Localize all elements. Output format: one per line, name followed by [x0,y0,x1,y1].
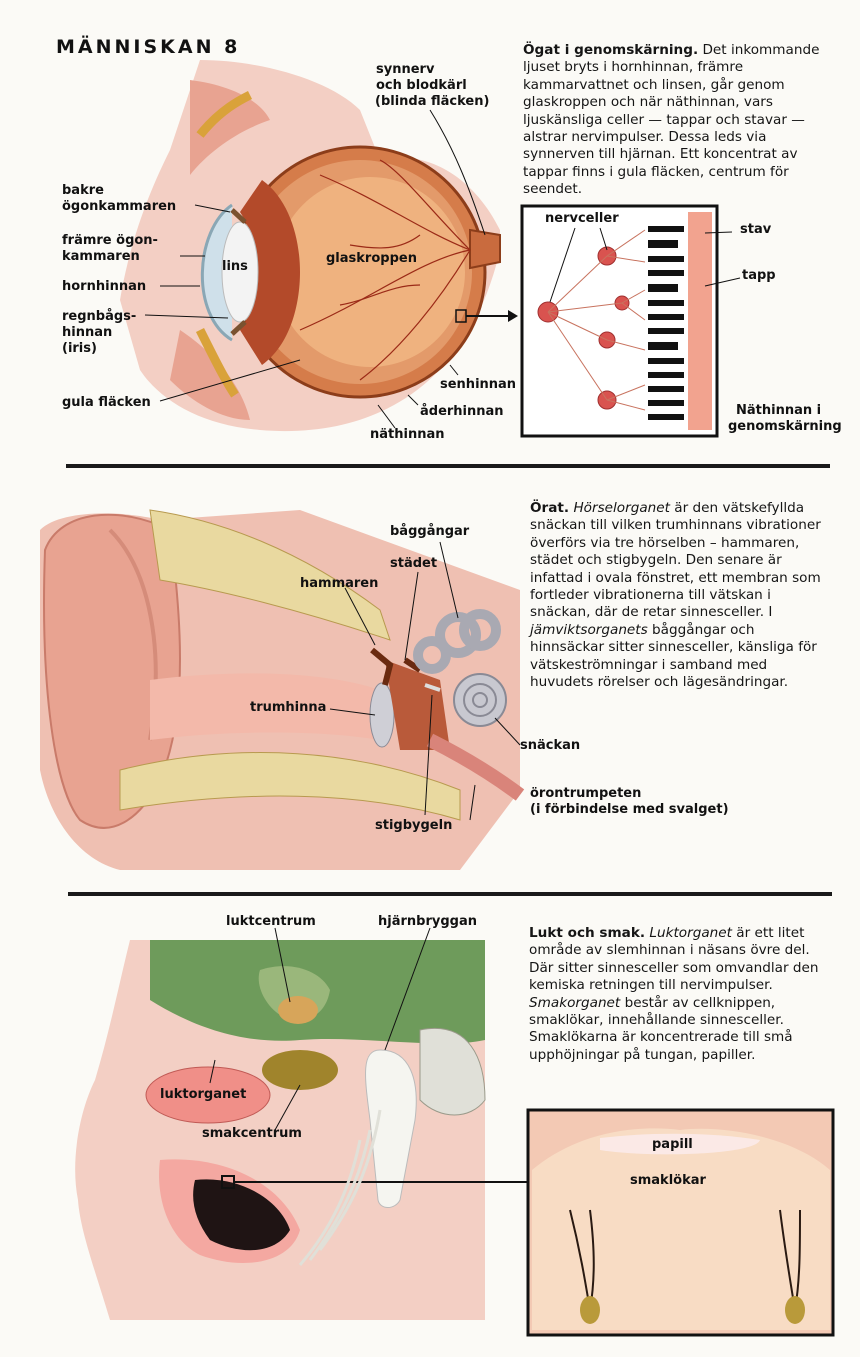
eye-text: Det inkommande ljuset bryts i hornhinnan… [523,42,820,198]
trumhinna-label: trumhinna [250,700,327,715]
framre-label-2: kammaren [62,249,140,264]
bakre-label-2: ögonkammaren [62,199,177,214]
luktcentrum-label: luktcentrum [226,914,316,929]
regnbags-label-3: (iris) [62,341,97,356]
eye-illustration [120,60,741,438]
gula-label: gula fläcken [62,395,151,410]
hornhinnan-label: hornhinnan [62,279,147,294]
regnbags-label-2: hinnan [62,325,113,340]
nervceller-label: nervceller [545,211,619,226]
framre-label-1: främre ögon- [62,233,158,248]
regnbags-label-1: regnbågs- [62,309,137,324]
synnerv-label-2: och blodkärl [376,78,467,93]
smakcentrum-label: smakcentrum [202,1126,302,1141]
lins-label: lins [222,259,248,274]
eye-heading: Ögat i genomskärning. [523,42,699,58]
hjarnbryggan-label: hjärnbryggan [378,914,477,929]
smaklokar-label: smaklökar [630,1173,706,1188]
retina-label-2: genomskärning [728,419,842,434]
smell-description: Lukt och smak. Luktorganet är ett litet … [529,925,827,1064]
smell-heading: Lukt och smak. [529,925,646,941]
ear-description: Örat. Hörselorganet är den vätskefyllda … [530,500,828,691]
ear-heading: Örat. [530,500,570,516]
bakre-label-1: bakre [62,183,104,198]
baggangar-label: båggångar [390,524,470,539]
page-title: MÄNNISKAN 8 [56,36,241,58]
hammaren-label: hammaren [300,576,379,591]
glaskroppen-label: glaskroppen [326,251,417,266]
divider-1 [66,464,830,468]
stadet-label: städet [390,556,438,571]
smell-text-2: är ett litet område av slemhinnan i näsa… [529,925,819,994]
ear-text-4: båggångar och hinnsäckar sitter sinnesce… [530,621,817,691]
smell-text-3: Smakorganet [529,994,621,1011]
stigbygeln-label: stigbygeln [375,818,453,833]
synnerv-label-3: (blinda fläcken) [375,94,490,109]
synnerv-label-1: synnerv [376,62,435,77]
retina-label-1: Näthinnan i [736,403,822,418]
stav-label: stav [740,222,772,237]
ear-text-3: jämviktsorganets [530,621,648,638]
aderhinnan-label: åderhinnan [420,404,504,419]
luktorganet-label: luktorganet [160,1087,247,1102]
smell-text-4: består av cellknippen, smaklökar, innehå… [529,994,793,1063]
snackan-label: snäckan [520,738,581,753]
nathinnan-label: näthinnan [370,427,445,442]
ear-text-1: Hörselorganet [573,500,670,516]
tapp-label: tapp [742,268,776,283]
smell-text-1: Luktorganet [649,925,732,941]
head-illustration [75,927,835,1337]
ear-text-2: är den vätskefyllda snäckan till vilken … [530,500,821,621]
senhinnan-label: senhinnan [440,377,517,392]
papill-label: papill [652,1137,693,1152]
divider-2 [68,892,832,896]
eye-description: Ögat i genomskärning. Det inkommande lju… [523,42,821,199]
orontrumpeten-label-2: (i förbindelse med svalget) [530,802,729,817]
ear-illustration [40,509,525,870]
orontrumpeten-label-1: örontrumpeten [530,786,642,801]
